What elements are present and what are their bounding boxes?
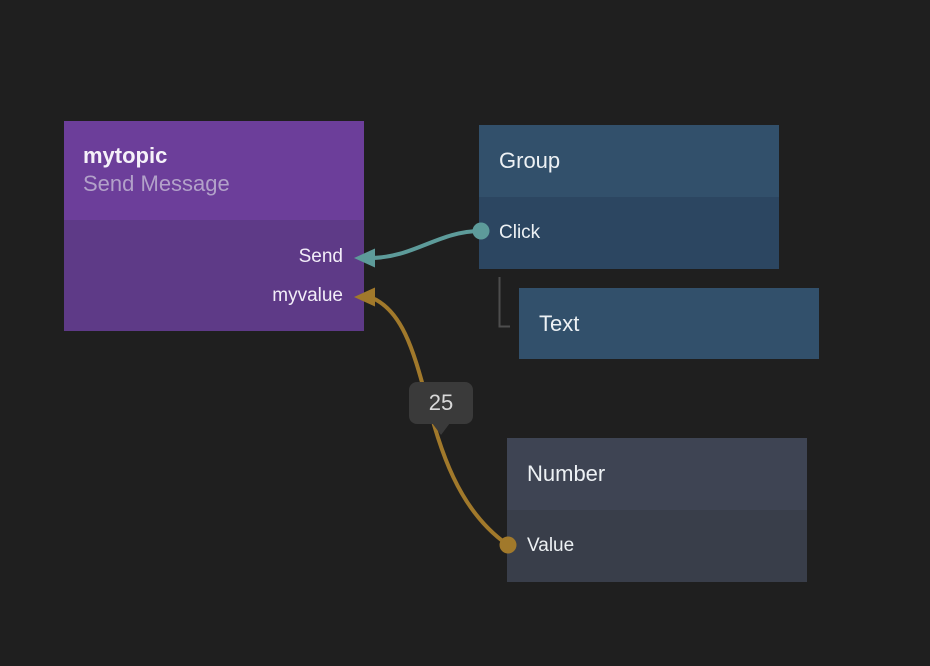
node-title: Group <box>499 148 561 173</box>
node-group-header: Group <box>479 125 779 197</box>
node-number-header: Number <box>507 438 807 510</box>
node-number-body: Value <box>507 510 807 582</box>
output-port-click[interactable]: Click <box>499 222 541 243</box>
node-number[interactable]: Number Value <box>507 438 807 582</box>
wire-click-to-send[interactable] <box>368 229 483 260</box>
node-subtitle: Send Message <box>83 171 230 196</box>
input-port-send[interactable]: Send <box>298 246 343 267</box>
hierarchy-connector-group-text <box>498 277 510 328</box>
node-title: Number <box>527 461 606 486</box>
node-group-body: Click <box>479 197 779 269</box>
output-port-value[interactable]: Value <box>527 535 575 556</box>
wire-value-tooltip: 25 <box>409 382 473 435</box>
node-mytopic-header: mytopic Send Message <box>64 121 364 220</box>
node-title: Text <box>539 310 580 336</box>
node-mytopic[interactable]: mytopic Send Message Send myvalue <box>64 121 364 331</box>
node-text[interactable]: Text <box>519 288 819 359</box>
input-port-myvalue[interactable]: myvalue <box>272 285 343 306</box>
node-mytopic-body: Send myvalue <box>64 220 364 331</box>
node-title: mytopic <box>83 143 168 168</box>
node-group[interactable]: Group Click <box>479 125 779 269</box>
